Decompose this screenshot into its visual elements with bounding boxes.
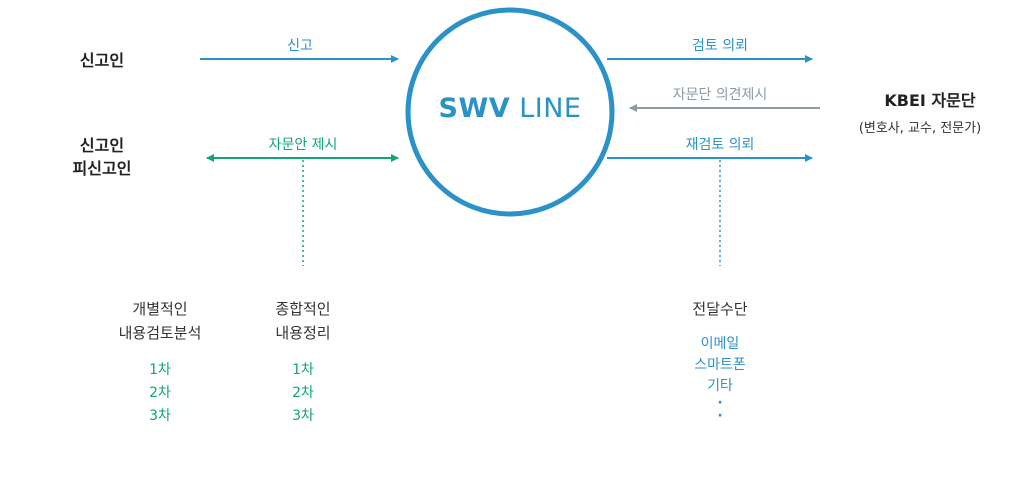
column-summary: 종합적인 내용정리 1차 2차 3차 — [238, 297, 368, 428]
center-circle — [405, 7, 615, 217]
list-item: 1차 — [292, 362, 314, 378]
label-report: 신고 — [287, 38, 313, 54]
actor-reporter-accused-line2: 피신고인 — [72, 159, 132, 178]
list-item: 기타 — [707, 378, 733, 394]
list-item: · — [717, 395, 723, 411]
list-item: 1차 — [149, 362, 171, 378]
label-advice: 자문안 제시 — [268, 137, 338, 153]
actor-reporter-accused-line1: 신고인 — [79, 136, 125, 155]
list-item: 스마트폰 — [694, 357, 746, 373]
actor-reporter: 신고인 — [79, 51, 125, 70]
label-re-review-request: 재검토 의뢰 — [685, 137, 755, 153]
list-item: 3차 — [292, 408, 314, 424]
label-opinion: 자문단 의견제시 — [672, 87, 768, 103]
column-delivery-title: 전달수단 — [692, 300, 748, 318]
actor-reporter-accused: 신고인 피신고인 — [52, 134, 152, 180]
column-summary-line1: 종합적인 — [275, 300, 331, 318]
brand-bold: SWV — [438, 93, 511, 124]
center-label: SWV LINE — [430, 93, 590, 124]
label-review-request: 검토 의뢰 — [692, 38, 748, 54]
list-item: 2차 — [149, 385, 171, 401]
column-individual-line2: 내용검토분석 — [118, 324, 202, 342]
column-individual-line1: 개별적인 — [132, 300, 188, 318]
list-item: 2차 — [292, 385, 314, 401]
list-item: 이메일 — [700, 336, 740, 352]
list-item: 3차 — [149, 408, 171, 424]
list-item: · — [717, 408, 723, 424]
brand-light: LINE — [519, 93, 582, 124]
column-summary-line2: 내용정리 — [275, 324, 331, 342]
column-individual: 개별적인 내용검토분석 1차 2차 3차 — [95, 297, 225, 428]
actor-kbei: KBEI 자문단 — [884, 91, 976, 110]
column-delivery: 전달수단 이메일 스마트폰 기타 · · — [655, 297, 785, 423]
actor-kbei-sub: (변호사, 교수, 전문가) — [858, 121, 982, 136]
